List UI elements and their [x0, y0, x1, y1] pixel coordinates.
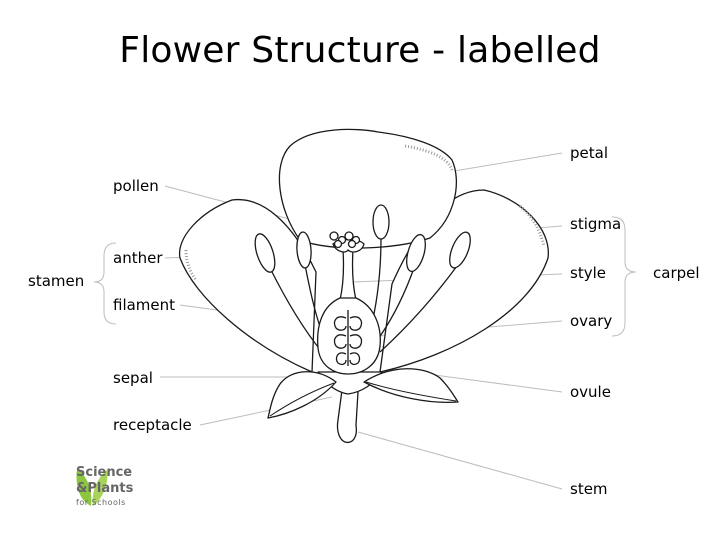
label-sepal: sepal — [113, 369, 153, 387]
leaf-icon — [76, 468, 92, 506]
label-ovary: ovary — [570, 312, 613, 330]
label-filament: filament — [113, 296, 176, 314]
leader-stem — [357, 431, 563, 490]
logo-text-schools: for Schools — [76, 498, 126, 507]
label-stigma: stigma — [570, 215, 622, 233]
stem — [336, 389, 359, 444]
label-ovule: ovule — [570, 383, 611, 401]
filament-1 — [269, 267, 323, 353]
anther-2 — [296, 231, 312, 269]
petal-shading — [404, 144, 454, 171]
carpel-drawing — [316, 231, 381, 375]
label-pollen: pollen — [113, 177, 159, 195]
anther-3 — [372, 204, 390, 240]
ovule-1 — [333, 316, 347, 331]
label-petal: petal — [570, 144, 608, 162]
leaf-icon-2 — [92, 470, 108, 506]
back-petal — [278, 128, 458, 249]
label-style: style — [570, 264, 606, 282]
style — [339, 249, 357, 301]
filament-5 — [379, 265, 458, 353]
carpel-bracket — [611, 216, 637, 337]
pollen-grain — [329, 231, 339, 241]
anther-4 — [406, 233, 426, 273]
anther-1 — [254, 233, 276, 273]
label-anther: anther — [113, 249, 163, 267]
right-sepal — [363, 368, 459, 404]
ovary-outline — [316, 297, 381, 375]
page-title: Flower Structure - labelled — [119, 30, 601, 71]
logo-text-science: Science — [76, 465, 133, 480]
label-carpel: carpel — [653, 264, 700, 282]
label-stem: stem — [570, 480, 608, 498]
label-stamen: stamen — [28, 272, 85, 290]
left-petal — [178, 198, 317, 373]
logo-text-plants: &Plants — [76, 481, 134, 496]
label-receptacle: receptacle — [113, 416, 192, 434]
flower-drawing — [178, 128, 549, 444]
stamen-bracket — [93, 242, 117, 325]
science-plants-logo — [76, 468, 108, 506]
anther-5 — [449, 231, 471, 269]
ovule-2 — [349, 316, 363, 331]
